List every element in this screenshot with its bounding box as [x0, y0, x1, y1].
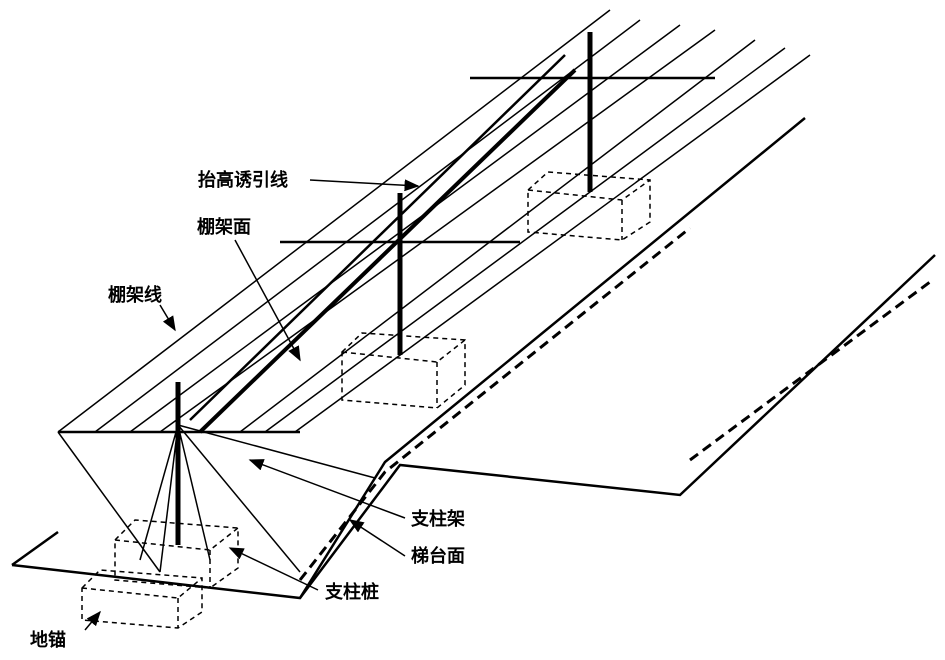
trellis-wire	[159, 29, 716, 433]
frame-brace	[57, 431, 161, 573]
guy-wire	[177, 424, 376, 479]
lift-guide-wire	[198, 68, 577, 434]
terrace-slope-edge	[298, 117, 806, 599]
label-lift-guide-wire: 抬高诱引线	[198, 169, 288, 191]
callout-trellis-wire	[159, 304, 176, 332]
posts	[175, 32, 593, 545]
terrace-edge	[11, 530, 59, 567]
front-frame	[57, 424, 376, 573]
callout-trellis-surface	[234, 239, 301, 362]
terrace-outline	[11, 254, 936, 600]
trellis-wire	[94, 19, 641, 433]
trellis-wires	[57, 9, 811, 434]
trellis-wire	[57, 9, 611, 433]
label-ground-anchor: 地锚	[30, 629, 66, 651]
label-trellis-surface: 棚架面	[197, 216, 251, 238]
callouts	[84, 179, 420, 631]
callout-terrace-surface	[348, 519, 406, 557]
trellis-wire	[264, 47, 786, 433]
guy-wire	[139, 424, 179, 561]
label-terrace-surface: 梯台面	[411, 545, 465, 567]
labels: 抬高诱引线 棚架面 棚架线 支柱架 梯台面 支柱桩 地锚	[30, 169, 465, 651]
guy-wire	[177, 424, 301, 573]
trellis-wire	[294, 54, 811, 433]
callout-ground-anchor	[84, 610, 101, 631]
label-trellis-wire: 棚架线	[108, 284, 162, 306]
terrace-step-line-2	[689, 280, 931, 462]
terrace	[11, 117, 936, 600]
terrace-step-line	[298, 226, 691, 581]
callout-post-pile	[228, 547, 319, 591]
guy-wire	[177, 424, 211, 561]
post-pile-back	[527, 171, 651, 241]
callout-post-frame	[248, 459, 406, 519]
cross-arms	[58, 76, 715, 434]
label-post-frame: 支柱架	[410, 508, 465, 530]
trellis-wire	[239, 39, 756, 433]
trellis-wire-bold	[189, 54, 566, 421]
post-pile-front	[114, 519, 239, 589]
post-pile-middle	[341, 332, 466, 409]
guy-wire	[159, 424, 179, 573]
label-post-pile: 支柱桩	[324, 581, 379, 603]
callout-lift-guide-wire	[309, 179, 420, 192]
